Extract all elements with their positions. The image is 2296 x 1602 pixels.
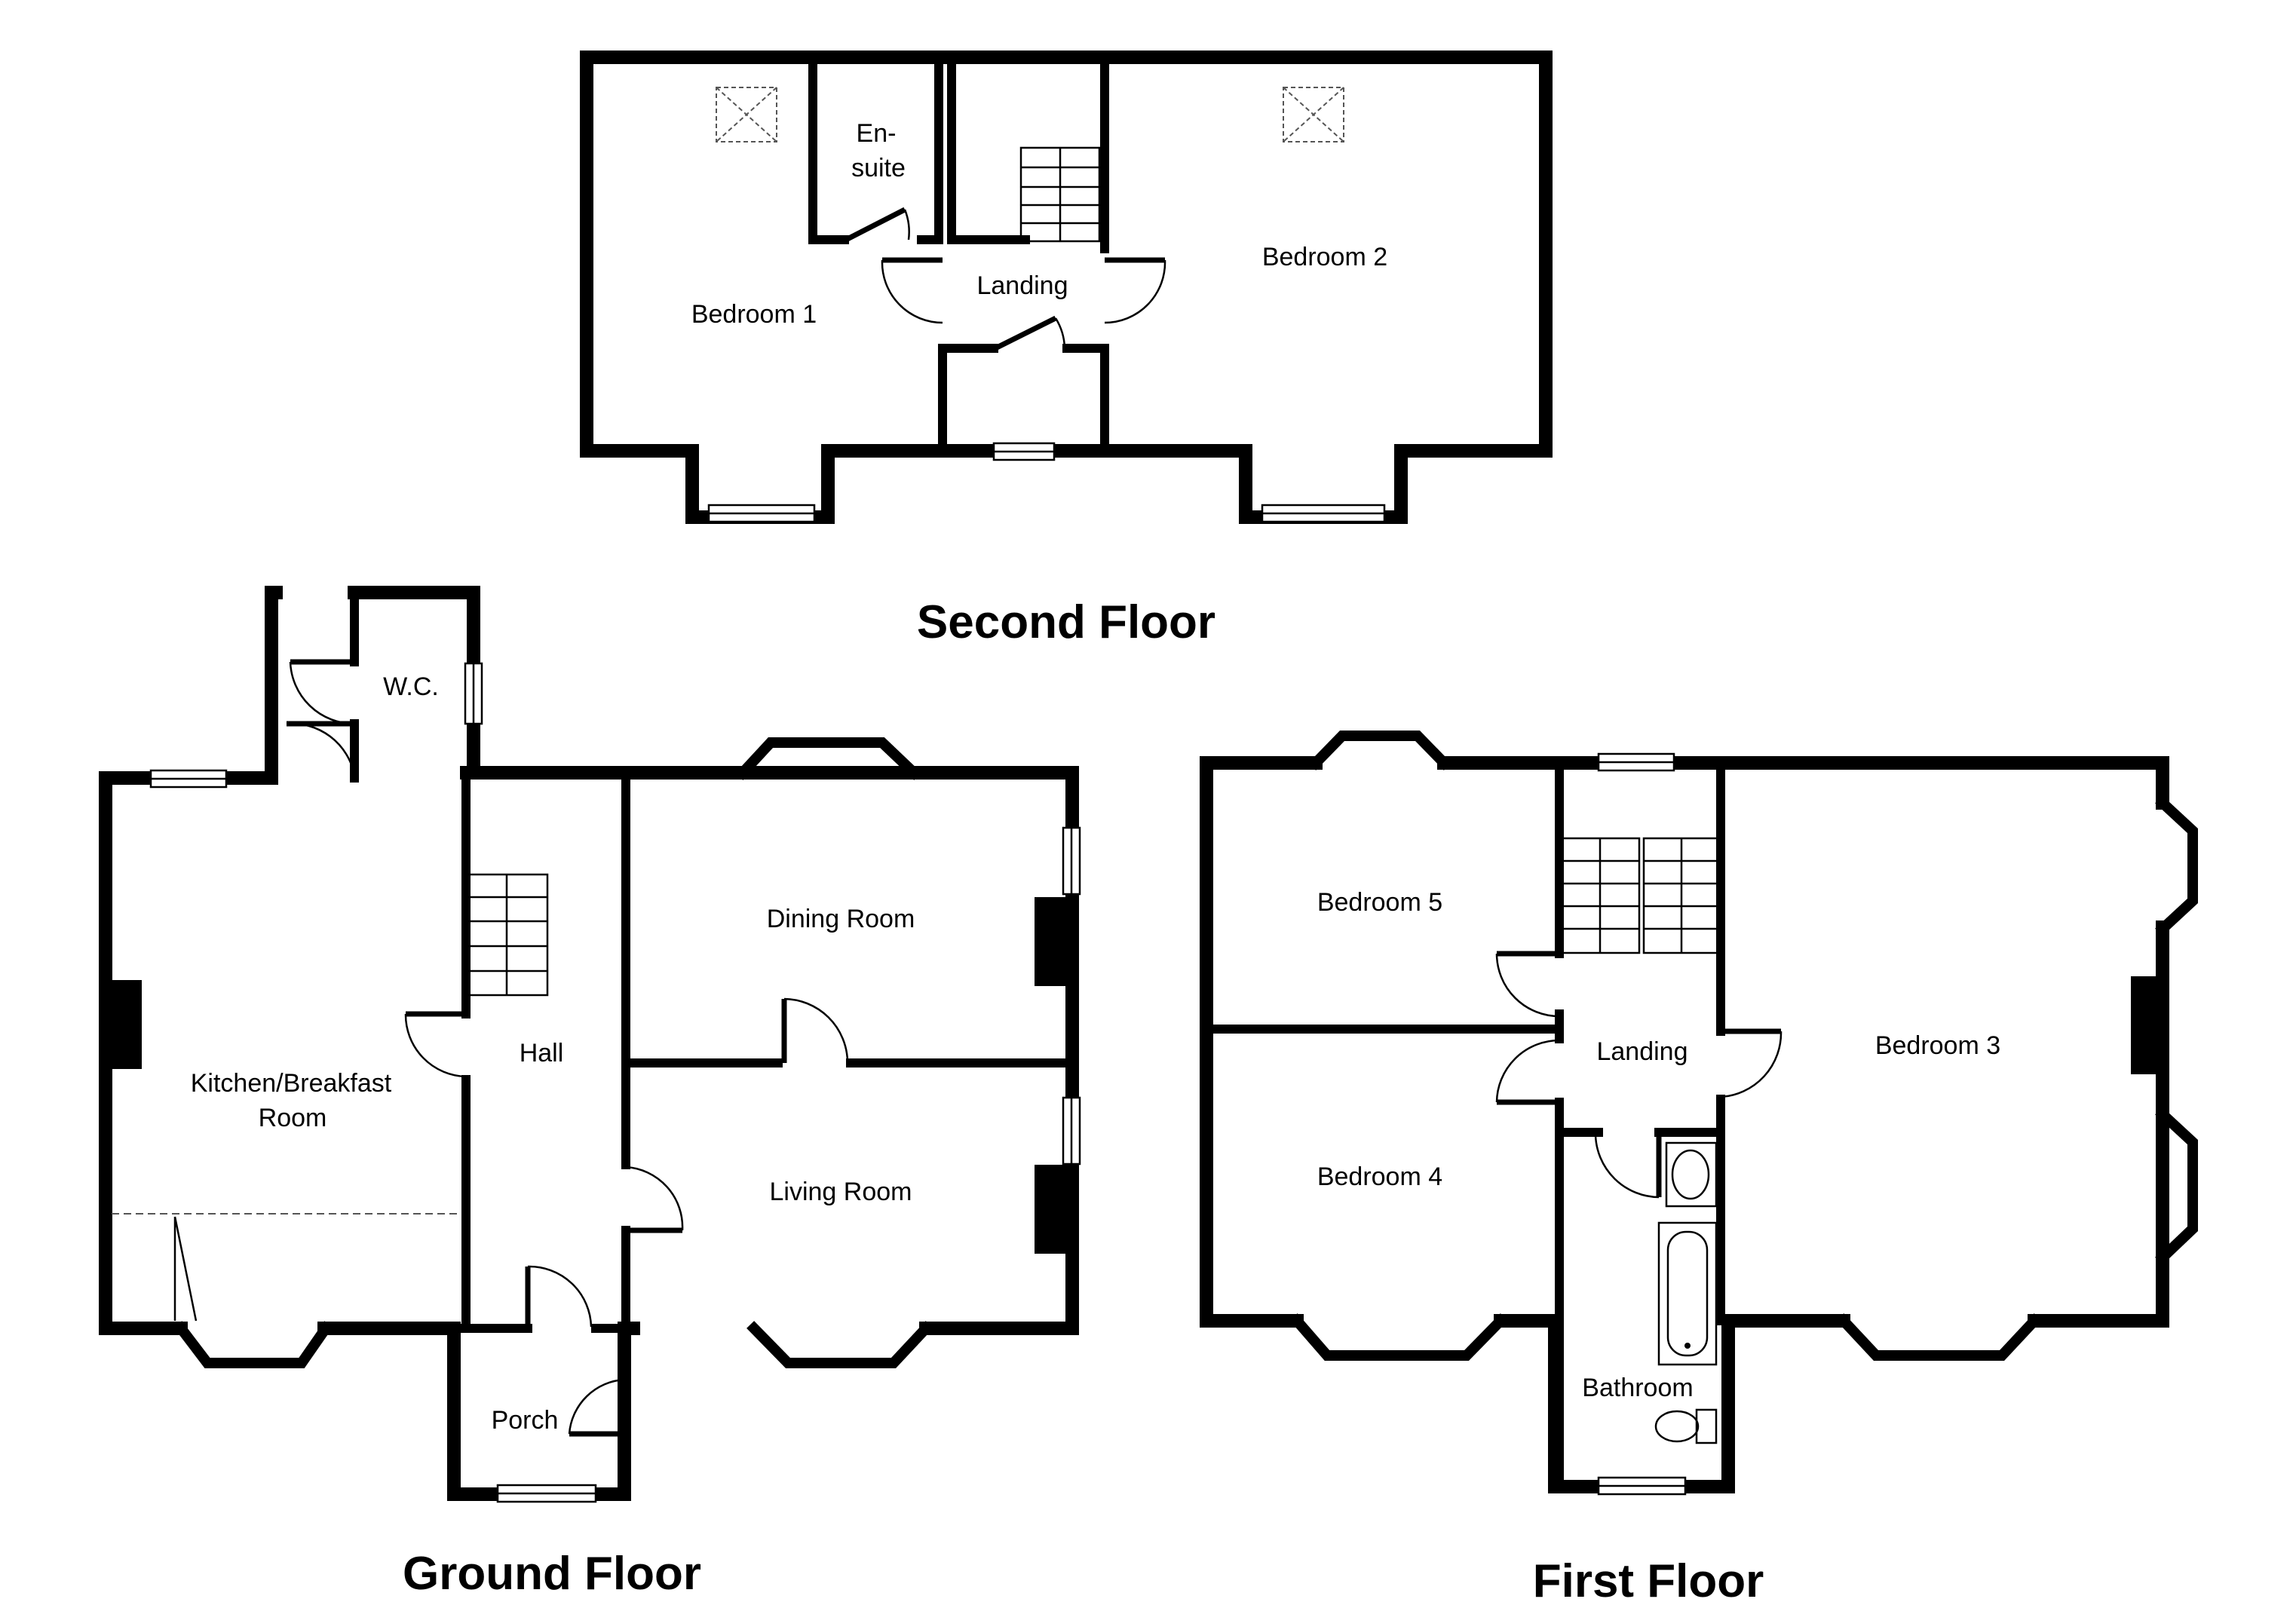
room-label-landing: Landing [976,271,1068,300]
door-icon [1720,1028,1783,1098]
stairs-icon [464,873,549,997]
ground-floor-plan: W.C. Kitchen/Breakfast Room Hall Dining … [99,586,1081,1600]
toilet-icon [1654,1408,1718,1444]
room-label-bedroom4: Bedroom 4 [1317,1162,1442,1191]
floor-title-first: First Floor [1533,1555,1764,1602]
door-icon [286,721,356,776]
bath-icon [1657,1221,1718,1366]
room-label-landing: Landing [1596,1037,1688,1066]
room-label-porch: Porch [492,1406,559,1435]
ground-floor-bay-walls [173,737,933,1368]
room-label-hall: Hall [520,1039,564,1067]
ground-floor-interior-walls [267,588,1071,1333]
first-floor-plan: Bedroom 5 Bedroom 4 Landing Bedroom 3 Ba… [1200,731,2198,1602]
fireplace-icon [106,980,142,1069]
second-floor-plan: Bedroom 1 En- suite Landing Bedroom 2 Se… [580,51,1553,648]
fireplace-icon [2131,976,2166,1074]
door-icon [404,1011,467,1078]
door-icon [625,1166,684,1233]
door-icon [289,659,355,725]
room-label-wc: W.C. [383,672,439,701]
fireplace-icon [1035,1165,1072,1254]
door-icon [781,997,849,1063]
room-label-living: Living Room [770,1178,912,1206]
fireplace-icon [1035,897,1072,986]
room-label-bedroom5: Bedroom 5 [1317,888,1442,917]
skylight-icon [716,87,777,142]
door-icon [881,257,943,324]
room-label-bedroom1: Bedroom 1 [691,300,817,329]
stairs-icon [1019,146,1101,243]
door-icon [1594,1132,1662,1199]
room-label-ensuite: suite [851,154,906,182]
door-icon [1495,951,1560,1018]
stairs-icon [1642,837,1721,954]
room-label-bedroom3: Bedroom 3 [1875,1031,2000,1060]
door-icon [845,207,910,243]
first-floor-interior-walls [1203,758,1725,1488]
room-label-dining: Dining Room [767,905,915,933]
floor-title-ground: Ground Floor [403,1548,701,1600]
basin-icon [1665,1141,1718,1208]
second-floor-outer-wall [580,51,1553,524]
skylight-icon [1283,87,1344,142]
door-icon [994,315,1066,351]
room-label-kitchen: Kitchen/Breakfast [191,1069,392,1098]
room-label-bathroom: Bathroom [1582,1374,1693,1402]
second-floor-interior-walls [808,56,1109,451]
door-icon [525,1265,593,1328]
room-label-kitchen: Room [259,1104,327,1132]
dashed-partition [173,1216,198,1322]
stairs-icon [1559,837,1641,954]
room-label-bedroom2: Bedroom 2 [1262,243,1387,271]
door-icon [1495,1039,1560,1105]
door-icon [568,1378,625,1437]
room-label-ensuite: En- [857,119,897,148]
door-icon [1104,257,1166,324]
first-floor-bay-walls [1289,731,2198,1361]
floor-title-second: Second Floor [917,596,1215,648]
